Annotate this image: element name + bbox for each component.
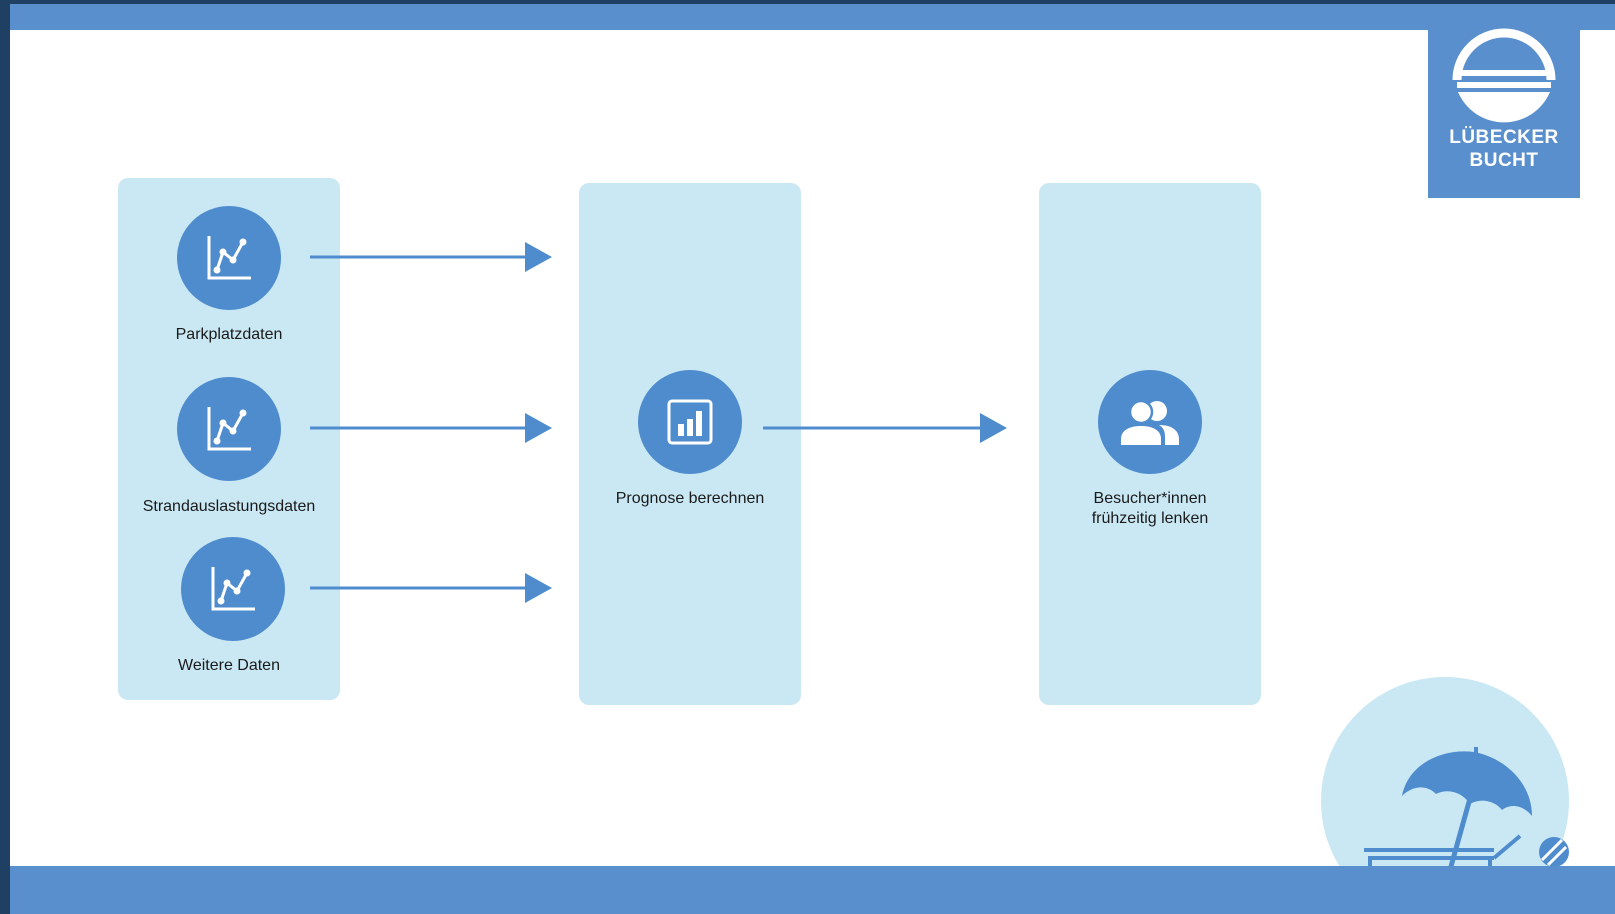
strand-label: Strandauslastungsdaten — [142, 498, 316, 515]
line-chart-icon — [207, 407, 251, 451]
bottom-bar — [10, 866, 1615, 914]
arrow-strand — [310, 413, 552, 443]
line-chart-icon — [207, 236, 251, 280]
arrows — [310, 242, 1007, 603]
line-chart-icon — [211, 567, 255, 611]
arrow-parkplatz — [310, 242, 552, 272]
bar-chart-icon — [667, 399, 713, 445]
diagram-slide: Parkplatzdaten Strandauslastungsdaten We… — [10, 4, 1615, 914]
besucher-label: Besucher*innen frühzeitig lenken — [1039, 489, 1261, 529]
prognose-label: Prognose berechnen — [615, 490, 765, 507]
prognose-node — [638, 370, 742, 474]
weitere-node — [181, 537, 285, 641]
logo-line1: LÜBECKER — [1449, 127, 1559, 148]
arrow-weitere — [310, 573, 552, 603]
logo-text: LÜBECKER BUCHT — [1428, 126, 1580, 172]
luebecker-bucht-logo: LÜBECKER BUCHT — [1428, 28, 1580, 198]
top-bar — [10, 4, 1615, 30]
logo-line2: BUCHT — [1469, 150, 1539, 171]
parkplatz-label: Parkplatzdaten — [175, 326, 283, 343]
besucher-label-line2: frühzeitig lenken — [1091, 510, 1209, 527]
strand-node — [177, 377, 281, 481]
beach-umbrella-icon — [1364, 747, 1569, 871]
besucher-label-line1: Besucher*innen — [1093, 490, 1207, 507]
sun-sea-icon — [1452, 28, 1556, 123]
weitere-label: Weitere Daten — [178, 657, 280, 674]
users-icon — [1121, 399, 1179, 445]
arrow-prognose — [763, 413, 1007, 443]
parkplatz-node — [177, 206, 281, 310]
besucher-node — [1098, 370, 1202, 474]
